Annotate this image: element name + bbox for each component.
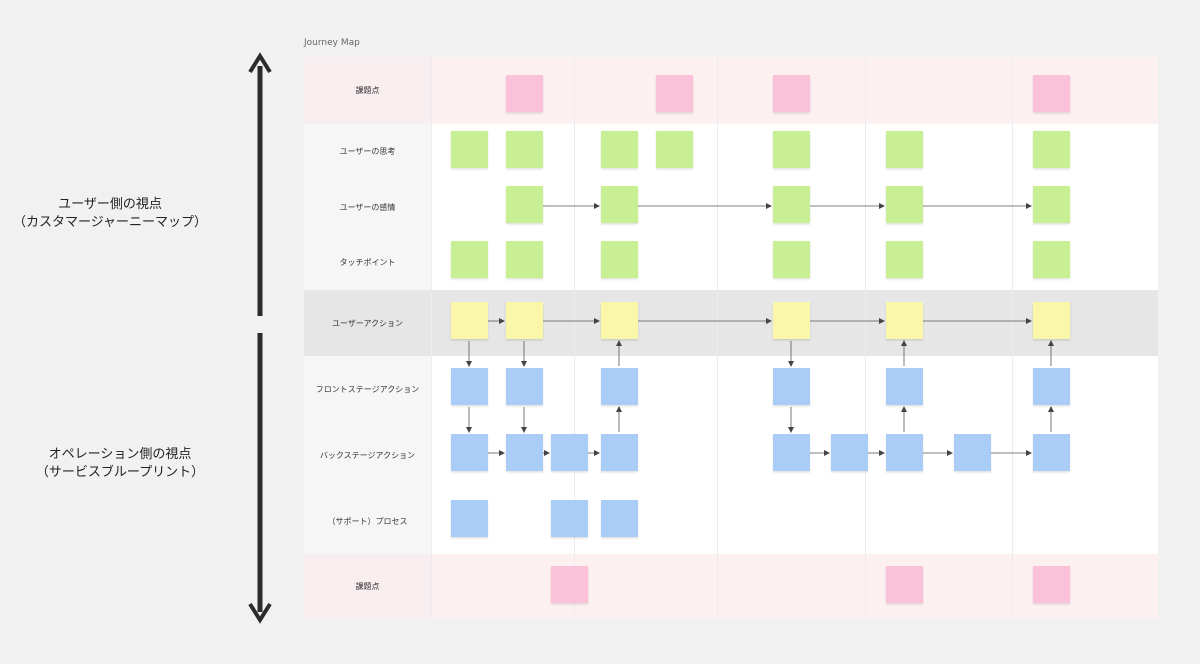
sticky-note[interactable] bbox=[831, 434, 868, 471]
operation-perspective-label: オペレーション側の視点 （サービスブループリント） bbox=[0, 446, 240, 482]
frame-title: Journey Map bbox=[304, 38, 360, 48]
sticky-note[interactable] bbox=[506, 131, 543, 168]
row-pain-points-top: 課題点 bbox=[304, 57, 1158, 124]
side-label-line: （カスタマージャーニーマップ） bbox=[12, 215, 208, 230]
user-side-vertical-arrow bbox=[248, 52, 272, 316]
sticky-note[interactable] bbox=[1033, 241, 1070, 278]
sticky-note[interactable] bbox=[601, 500, 638, 537]
row-label: ユーザーの思考 bbox=[304, 124, 431, 179]
sticky-note[interactable] bbox=[451, 434, 488, 471]
sticky-note[interactable] bbox=[451, 368, 488, 405]
sticky-note[interactable] bbox=[451, 500, 488, 537]
sticky-note[interactable] bbox=[886, 302, 923, 339]
sticky-note[interactable] bbox=[773, 75, 810, 112]
sticky-note[interactable] bbox=[601, 302, 638, 339]
row-pain-points-bottom: 課題点 bbox=[304, 554, 1158, 619]
sticky-note[interactable] bbox=[1033, 186, 1070, 223]
sticky-note[interactable] bbox=[1033, 131, 1070, 168]
row-user-actions: ユーザーアクション bbox=[304, 290, 1158, 356]
sticky-note[interactable] bbox=[601, 186, 638, 223]
sticky-note[interactable] bbox=[773, 434, 810, 471]
row-label: ユーザーアクション bbox=[304, 290, 431, 356]
sticky-note[interactable] bbox=[551, 434, 588, 471]
sticky-note[interactable] bbox=[506, 241, 543, 278]
sticky-note[interactable] bbox=[506, 186, 543, 223]
sticky-note[interactable] bbox=[886, 131, 923, 168]
sticky-note[interactable] bbox=[601, 241, 638, 278]
column-divider bbox=[865, 57, 866, 619]
sticky-note[interactable] bbox=[656, 131, 693, 168]
column-divider bbox=[717, 57, 718, 619]
row-label: 課題点 bbox=[304, 57, 431, 124]
operation-side-vertical-arrow bbox=[248, 333, 272, 624]
row-label: バックステージアクション bbox=[304, 422, 431, 488]
row-label: フロントステージアクション bbox=[304, 356, 431, 422]
sticky-note[interactable] bbox=[773, 186, 810, 223]
sticky-note[interactable] bbox=[601, 131, 638, 168]
sticky-note[interactable] bbox=[506, 75, 543, 112]
sticky-note[interactable] bbox=[506, 368, 543, 405]
row-label: 課題点 bbox=[304, 554, 431, 619]
sticky-note[interactable] bbox=[886, 241, 923, 278]
row-backstage-actions: バックステージアクション bbox=[304, 422, 1158, 488]
sticky-note[interactable] bbox=[551, 566, 588, 603]
user-perspective-label: ユーザー側の視点 （カスタマージャーニーマップ） bbox=[0, 196, 220, 232]
sticky-note[interactable] bbox=[886, 186, 923, 223]
side-label-line: （サービスブループリント） bbox=[35, 465, 205, 480]
row-support-processes: （サポート）プロセス bbox=[304, 488, 1158, 554]
row-label: タッチポイント bbox=[304, 235, 431, 290]
sticky-note[interactable] bbox=[1033, 566, 1070, 603]
sticky-note[interactable] bbox=[1033, 75, 1070, 112]
row-label: （サポート）プロセス bbox=[304, 488, 431, 554]
column-divider bbox=[1012, 57, 1013, 619]
sticky-note[interactable] bbox=[773, 241, 810, 278]
sticky-note[interactable] bbox=[1033, 368, 1070, 405]
row-user-thoughts: ユーザーの思考 bbox=[304, 124, 1158, 179]
row-touchpoints: タッチポイント bbox=[304, 235, 1158, 290]
sticky-note[interactable] bbox=[773, 302, 810, 339]
row-user-emotions: ユーザーの感情 bbox=[304, 179, 1158, 235]
sticky-note[interactable] bbox=[1033, 434, 1070, 471]
sticky-note[interactable] bbox=[886, 368, 923, 405]
sticky-note[interactable] bbox=[1033, 302, 1070, 339]
sticky-note[interactable] bbox=[506, 434, 543, 471]
sticky-note[interactable] bbox=[773, 368, 810, 405]
sticky-note[interactable] bbox=[886, 434, 923, 471]
sticky-note[interactable] bbox=[656, 75, 693, 112]
column-divider bbox=[574, 57, 575, 619]
sticky-note[interactable] bbox=[773, 131, 810, 168]
sticky-note[interactable] bbox=[601, 434, 638, 471]
journey-map-board: 課題点 ユーザーの思考 ユーザーの感情 タッチポイント ユーザーアクション フロ… bbox=[304, 57, 1158, 619]
sticky-note[interactable] bbox=[506, 302, 543, 339]
row-frontstage-actions: フロントステージアクション bbox=[304, 356, 1158, 422]
sticky-note[interactable] bbox=[601, 368, 638, 405]
sticky-note[interactable] bbox=[551, 500, 588, 537]
sticky-note[interactable] bbox=[451, 131, 488, 168]
row-label: ユーザーの感情 bbox=[304, 179, 431, 235]
side-label-line: ユーザー側の視点 bbox=[58, 197, 162, 212]
column-divider bbox=[431, 57, 432, 619]
sticky-note[interactable] bbox=[954, 434, 991, 471]
side-label-line: オペレーション側の視点 bbox=[48, 447, 192, 462]
sticky-note[interactable] bbox=[451, 302, 488, 339]
sticky-note[interactable] bbox=[451, 241, 488, 278]
sticky-note[interactable] bbox=[886, 566, 923, 603]
